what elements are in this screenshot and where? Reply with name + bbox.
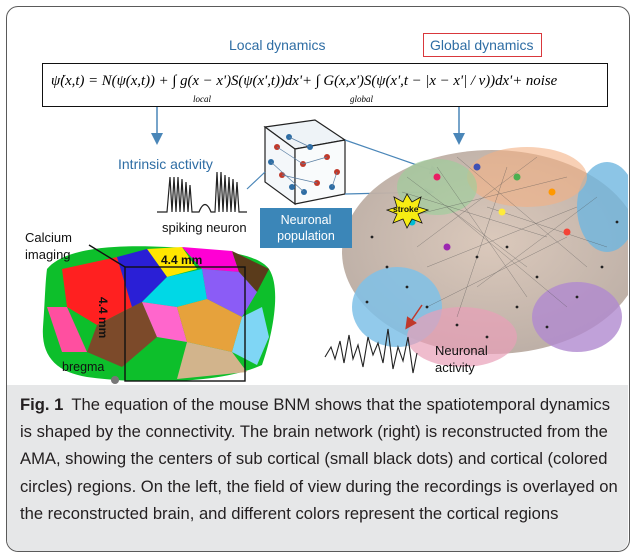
spiking-neuron-label: spiking neuron (162, 220, 247, 235)
arrow-neuronal-activity (405, 304, 423, 330)
figure-graphics (42, 107, 628, 384)
caption-label: Fig. 1 (20, 395, 64, 414)
neuronal-population-cube (263, 119, 347, 206)
stroke-label: stroke (393, 204, 419, 214)
neuronal-activity-label: Neuronal activity (435, 343, 488, 375)
caption-body: The equation of the mouse BNM shows that… (20, 395, 618, 523)
global-dynamics-header: Global dynamics (430, 37, 534, 53)
equation-sub-global: global (350, 94, 374, 104)
local-dynamics-header: Local dynamics (229, 37, 326, 53)
bregma-dot (111, 376, 119, 384)
stroke-star-icon (385, 193, 430, 229)
equation-sub-local: local (193, 94, 211, 104)
calcium-imaging-label: Calcium imaging (25, 230, 72, 262)
field-of-view-rect (124, 266, 246, 382)
figure-frame: Local dynamics Global dynamics ψ̇(x,t) =… (6, 6, 630, 552)
neuronal-population-box: Neuronal population (260, 208, 352, 248)
equation-text: ψ̇(x,t) = N(ψ(x,t)) + ∫ g(x − x')S(ψ(x',… (51, 73, 558, 89)
activity-trace (324, 328, 418, 374)
global-dynamics-box (423, 33, 542, 57)
scale-vertical-label: 4.4 mm (96, 297, 110, 339)
cortex-map (42, 244, 276, 384)
figure-illustration: Local dynamics Global dynamics ψ̇(x,t) =… (7, 7, 628, 387)
spike-train-icon (157, 171, 247, 213)
scale-horizontal-label: 4.4 mm (161, 253, 203, 267)
bregma-label: bregma (62, 360, 105, 374)
equation-box: ψ̇(x,t) = N(ψ(x,t)) + ∫ g(x − x')S(ψ(x',… (42, 63, 608, 107)
brain-network (324, 147, 628, 374)
intrinsic-activity-label: Intrinsic activity (118, 156, 213, 172)
